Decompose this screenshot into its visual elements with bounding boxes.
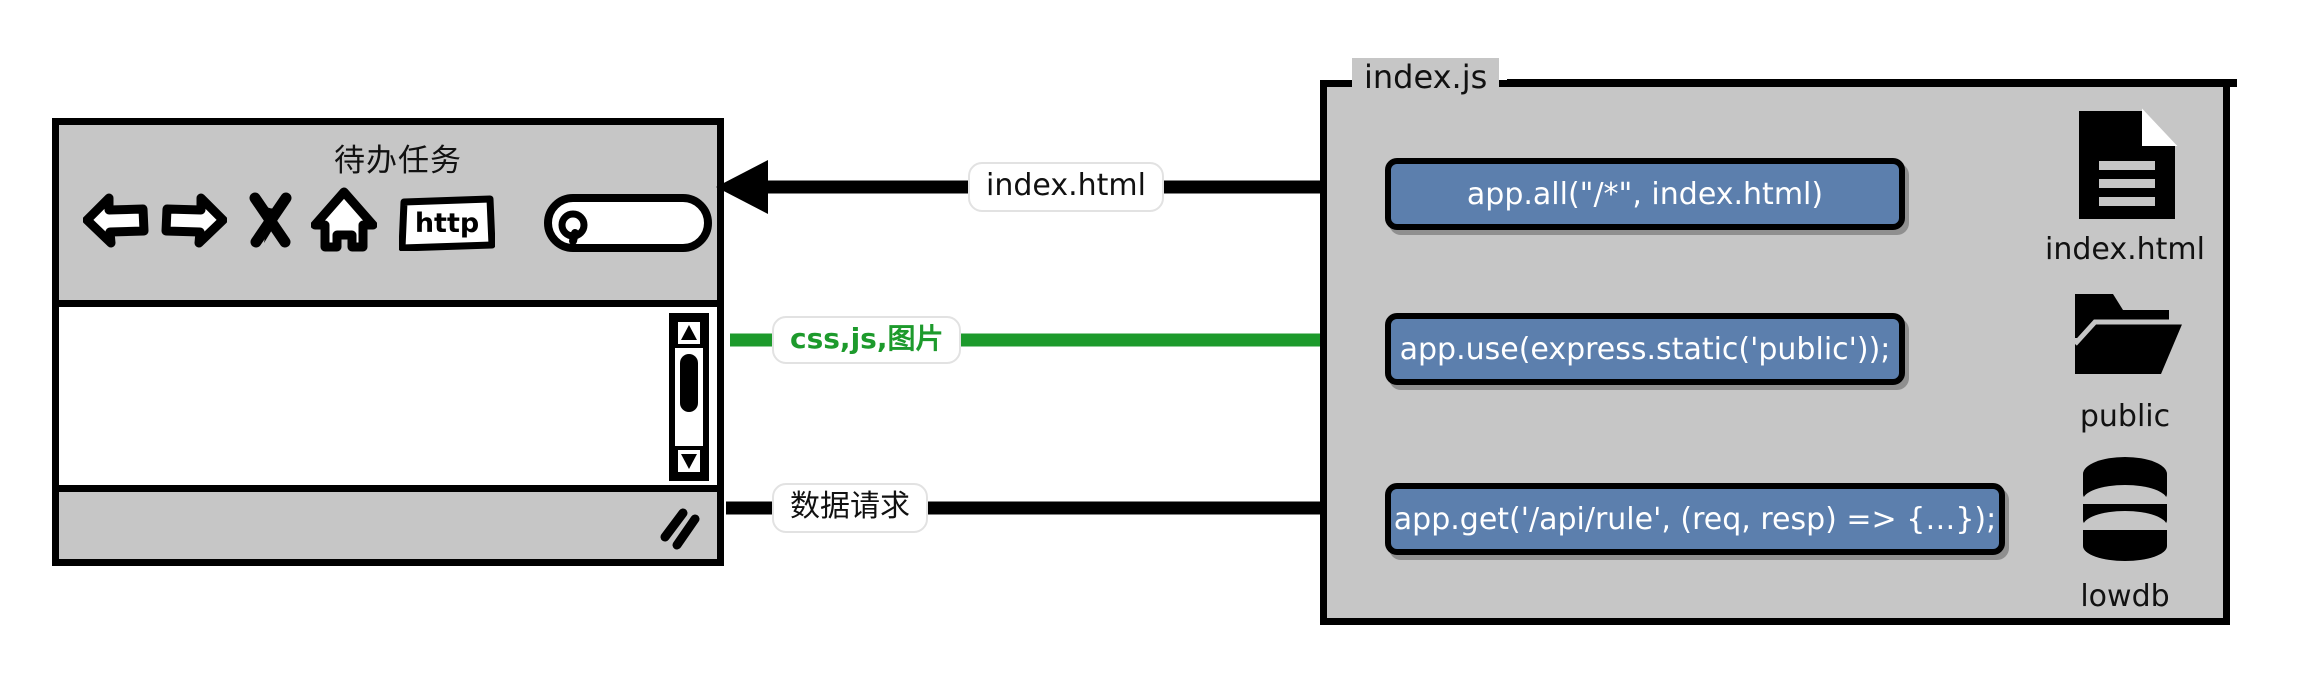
stop-x-icon[interactable] [247, 189, 293, 256]
resize-grip-icon[interactable] [657, 507, 703, 551]
browser-viewport [59, 307, 717, 492]
document-icon [2065, 108, 2185, 229]
panel-title-rule [1507, 79, 2237, 87]
back-arrow-icon[interactable] [82, 189, 149, 256]
edge-label-static-assets: css,js,图片 [772, 316, 962, 364]
asset-public: public [2040, 282, 2210, 434]
browser-chrome: 待办任务 [59, 125, 717, 307]
browser-statusbar [59, 492, 717, 559]
code-box-app-all[interactable]: app.all("/*", index.html) [1385, 158, 1905, 230]
home-icon[interactable] [310, 187, 378, 258]
page-title: 待办任务 [334, 143, 462, 178]
asset-lowdb: lowdb [2040, 452, 2210, 614]
search-input[interactable] [543, 193, 713, 253]
asset-label: public [2079, 399, 2171, 434]
forward-arrow-icon[interactable] [161, 189, 228, 256]
address-bar-value: http [414, 207, 480, 239]
asset-label: index.html [2045, 232, 2205, 267]
asset-label: lowdb [2080, 579, 2170, 614]
asset-index-html: index.html [2040, 105, 2210, 267]
browser-toolbar: http [82, 187, 713, 258]
vertical-scrollbar[interactable] [669, 313, 709, 481]
address-bar[interactable]: http [399, 195, 495, 251]
edge-label-data-request: 数据请求 [772, 483, 928, 533]
folder-icon [2065, 294, 2185, 396]
code-box-app-get[interactable]: app.get('/api/rule', (req, resp) => {…})… [1385, 483, 2005, 555]
panel-title: index.js [1352, 58, 1500, 96]
browser-window: 待办任务 [52, 118, 724, 566]
code-box-app-use[interactable]: app.use(express.static('public')); [1385, 313, 1905, 385]
edge-label-index-html: index.html [968, 162, 1164, 212]
database-icon [2065, 457, 2185, 576]
